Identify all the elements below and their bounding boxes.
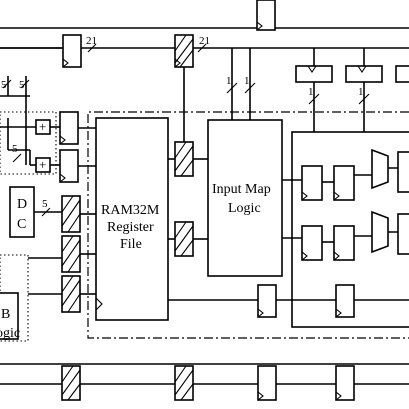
bus-width-top-a: 21 [86, 35, 97, 53]
svg-text:D: D [17, 197, 27, 212]
bus-width-label: 1 [226, 75, 232, 87]
adder-wiring: 5 [0, 112, 60, 166]
hatched-register-column [28, 195, 81, 313]
dc-output: 5 [34, 198, 62, 217]
compute-lane-upper [282, 148, 409, 201]
adder-upper: + [35, 119, 51, 135]
bus-width-top-b: 21 [197, 35, 210, 53]
adder-region-outline [0, 111, 57, 175]
top-right-registers: 1 1 [295, 48, 409, 132]
svg-text:+: + [39, 119, 46, 134]
bus-width-label: 21 [86, 35, 97, 47]
register-top-center [256, 0, 276, 31]
bottom-register-hatched-1 [61, 365, 81, 401]
pipeline-register-hatched-upper [174, 141, 194, 177]
bus-width-label: 5 [19, 79, 25, 91]
hatched-register [61, 235, 81, 273]
bus-width-label: 21 [199, 35, 210, 47]
bus-width-label: 1 [358, 86, 364, 98]
register-after-adder-upper [59, 111, 79, 145]
bus-width-label: 5 [42, 198, 48, 210]
map-inputs-from-top: 1 1 [226, 48, 256, 120]
hatched-register [61, 195, 81, 233]
left-feeder-lines: 5 5 [0, 76, 30, 112]
register-file-label-1: RAM32M [101, 203, 160, 218]
bottom-mid-registers [168, 284, 409, 318]
pipeline-register-hatched-lower [174, 221, 194, 257]
bottom-register-3 [257, 365, 277, 401]
svg-text:ogic: ogic [0, 326, 20, 341]
register-file-block: RAM32M Register File [95, 117, 169, 321]
input-map-label-1: Input Map [212, 182, 271, 197]
bottom-register-hatched-2 [174, 365, 194, 401]
svg-text:C: C [17, 217, 26, 232]
bus-width-label: 5 [12, 143, 18, 155]
adder-lower: + [35, 157, 51, 173]
register-file-label-3: File [120, 237, 142, 252]
dc-block: D C [9, 186, 35, 238]
main-region-outline [87, 111, 409, 339]
bottom-register-4 [335, 365, 355, 401]
bus-width-label: 1 [244, 75, 250, 87]
register-after-adder-lower [59, 149, 79, 183]
register-file-label-2: Register [107, 220, 154, 235]
bus-width-label: 5 [1, 79, 7, 91]
svg-text:B: B [1, 307, 10, 322]
svg-text:+: + [39, 157, 46, 172]
hatched-register [61, 275, 81, 313]
register-top-right-2 [345, 65, 383, 83]
bus-width-label: 1 [308, 86, 314, 98]
b-logic-block: B ogic [0, 254, 29, 342]
pipeline-register-top-hatched [174, 34, 194, 68]
regfile-to-map-wiring [168, 67, 208, 240]
input-map-label-2: Logic [228, 201, 261, 216]
register-top-right-1 [295, 65, 333, 83]
compute-lane-lower [282, 210, 409, 261]
input-map-logic-block: Input Map Logic [207, 119, 283, 277]
register-top-left [62, 34, 82, 68]
column-to-regfile-wiring [78, 127, 96, 295]
register-top-right-3 [395, 65, 409, 83]
